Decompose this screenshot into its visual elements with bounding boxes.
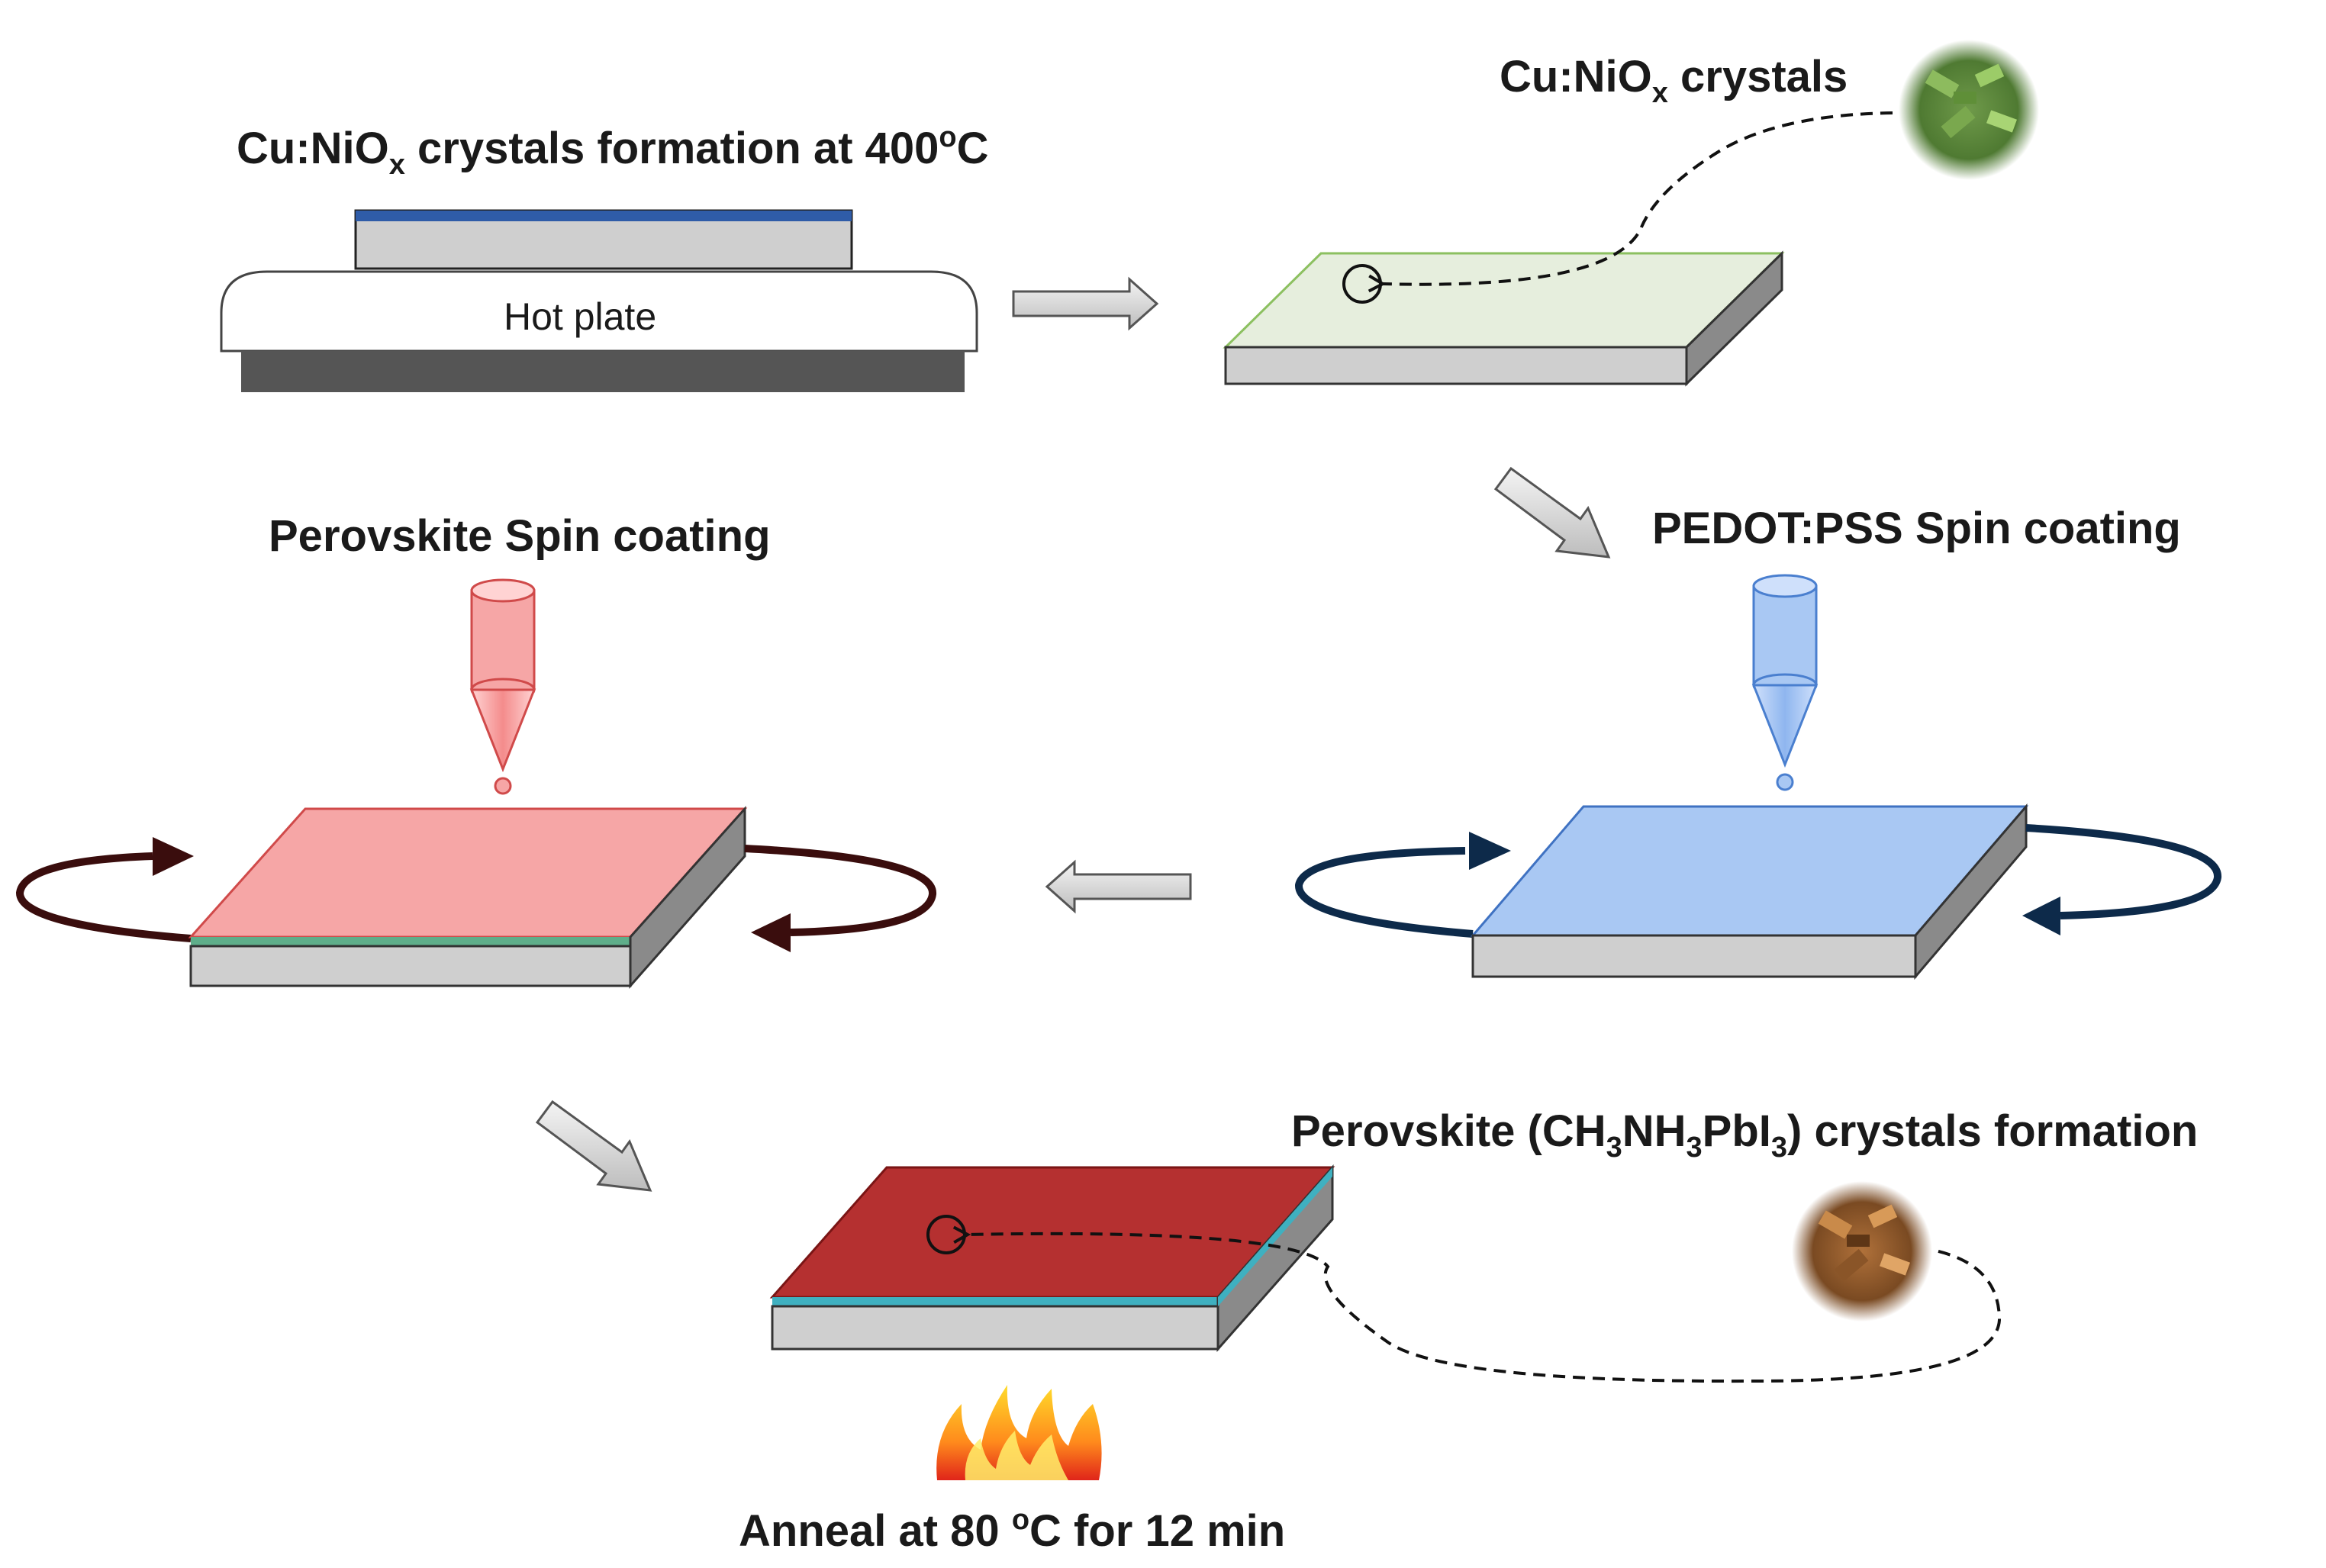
rotation-arrow-right [2025,824,2221,919]
perovskite-dropper [469,578,536,795]
pedot-substrate [1295,803,2221,980]
cunio-crystal-ball [1899,40,2039,180]
pedot-label: PEDOT:PSS Spin coating [1652,504,2181,553]
pedot-dropper [1751,574,1819,791]
arrow-pedot-to-perovskite [1045,859,1192,914]
perovskite-dashed-connector [968,1234,2002,1383]
rotation-arrow-left [1295,847,1474,938]
perovskite-crystals-label: Perovskite (CH3NH3PbI3) crystals formati… [1291,1106,2198,1164]
cunio-dashed-connector [1383,111,1893,285]
flame-icon [936,1385,1102,1480]
perovskite-spin-label: Perovskite Spin coating [269,511,771,561]
hot-plate-base [241,351,965,392]
hot-plate-body [220,270,978,353]
arrow-hotplate-to-substrate [1012,276,1159,331]
perovskite-spin-substrate [15,806,936,989]
anneal-label: Anneal at 80 oC for 12 min [739,1504,1285,1556]
anneal-substrate [769,1164,1335,1352]
arrow-substrate-to-pedot [1493,466,1611,559]
hot-plate-label: Hot plate [504,295,656,338]
coating-layer [356,211,852,221]
rotation-arrow-left [15,852,192,942]
arrow-spin-to-anneal [535,1100,652,1192]
hot-plate: Hot plate [220,209,978,392]
rotation-arrow-right [744,845,936,936]
step1-title: Cu:NiOx crystals formation at 400oC [237,121,989,181]
cunio-crystals-label: Cu:NiOx crystals [1500,52,1848,109]
cunio-substrate [1223,250,1785,387]
perovskite-crystal-ball [1792,1181,1932,1322]
